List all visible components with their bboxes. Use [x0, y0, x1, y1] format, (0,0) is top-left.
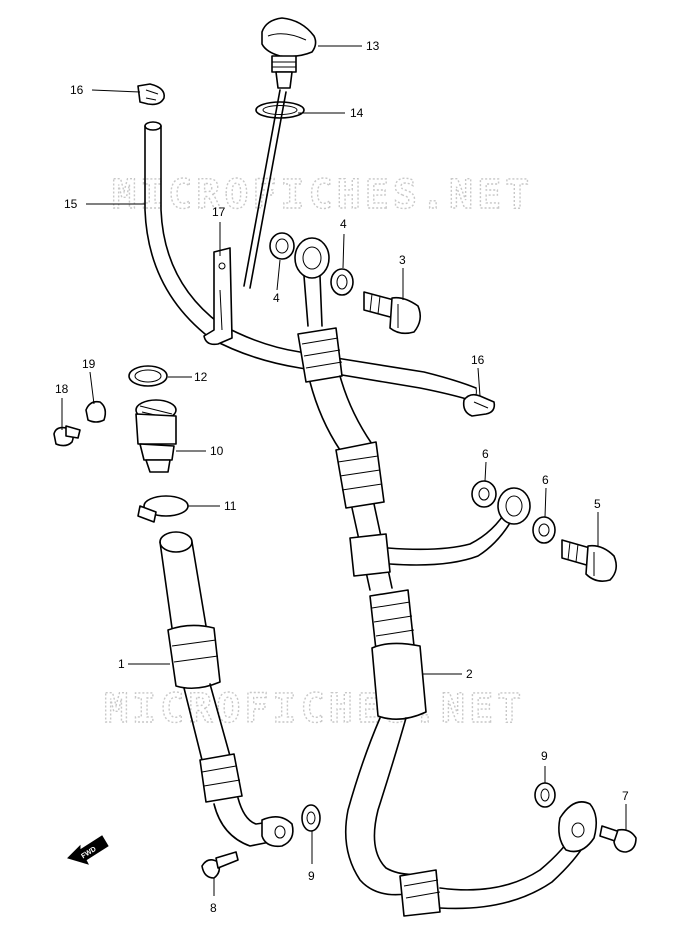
- dipstick-o-ring: [255, 101, 305, 119]
- callout-5: 5: [594, 497, 601, 511]
- callout-4-right: 4: [340, 217, 347, 231]
- callout-16-top: 16: [70, 83, 84, 97]
- washer-6b: [532, 516, 556, 544]
- callout-10: 10: [210, 444, 224, 458]
- callout-9-left: 9: [308, 869, 315, 883]
- callout-4-left: 4: [273, 291, 280, 305]
- callout-18: 18: [55, 382, 69, 396]
- callout-17: 17: [212, 205, 226, 219]
- callout-8: 8: [210, 901, 217, 915]
- callout-1: 1: [118, 657, 125, 671]
- callout-13: 13: [366, 39, 380, 53]
- oil-hose-2: [294, 237, 598, 917]
- callout-7: 7: [622, 789, 629, 803]
- callout-2: 2: [466, 667, 473, 681]
- o-ring-11: [128, 365, 168, 387]
- oil-cap-dipstick: [243, 17, 317, 289]
- bolt-7: [599, 825, 637, 853]
- union-bolt-5: [561, 539, 618, 582]
- hose-clip-right: [462, 393, 496, 417]
- callout-3: 3: [399, 253, 406, 267]
- callout-15: 15: [64, 197, 78, 211]
- callout-19: 19: [82, 357, 96, 371]
- washer-4a: [269, 232, 295, 260]
- hose-bracket: [203, 247, 233, 346]
- callout-11: 12: [194, 370, 208, 384]
- oil-hose-1: [159, 531, 294, 848]
- callout-6-right: 6: [542, 473, 549, 487]
- callout-14: 14: [350, 106, 364, 120]
- union-fitting-10: [135, 399, 177, 473]
- washer-9a: [301, 804, 321, 832]
- bolt-18: [53, 425, 81, 447]
- hose-clamp-12: [137, 495, 189, 523]
- callout-16-right: 16: [471, 353, 485, 367]
- washer-4b: [330, 268, 354, 296]
- leader-lines: [61, 45, 627, 896]
- callout-6-left: 6: [482, 447, 489, 461]
- watermark-top: MICROFICHES.NET: [112, 172, 533, 218]
- breather-hose: [144, 121, 477, 401]
- callout-9-right: 9: [541, 749, 548, 763]
- hose-clip-top: [137, 83, 166, 106]
- callout-12: 11: [224, 499, 237, 513]
- watermark-bottom: MICROFICHES.NET: [104, 686, 525, 732]
- forward-direction-arrow: FWD: [67, 835, 109, 865]
- union-bolt-3: [363, 291, 422, 335]
- washer-9b: [534, 782, 556, 808]
- callout-labels: 13 14 16 15 17 4 4 3 16 12 19 18 10 11 6…: [55, 39, 629, 915]
- plug-19: [85, 400, 107, 423]
- washer-6a: [471, 480, 497, 508]
- bolt-8: [201, 851, 239, 879]
